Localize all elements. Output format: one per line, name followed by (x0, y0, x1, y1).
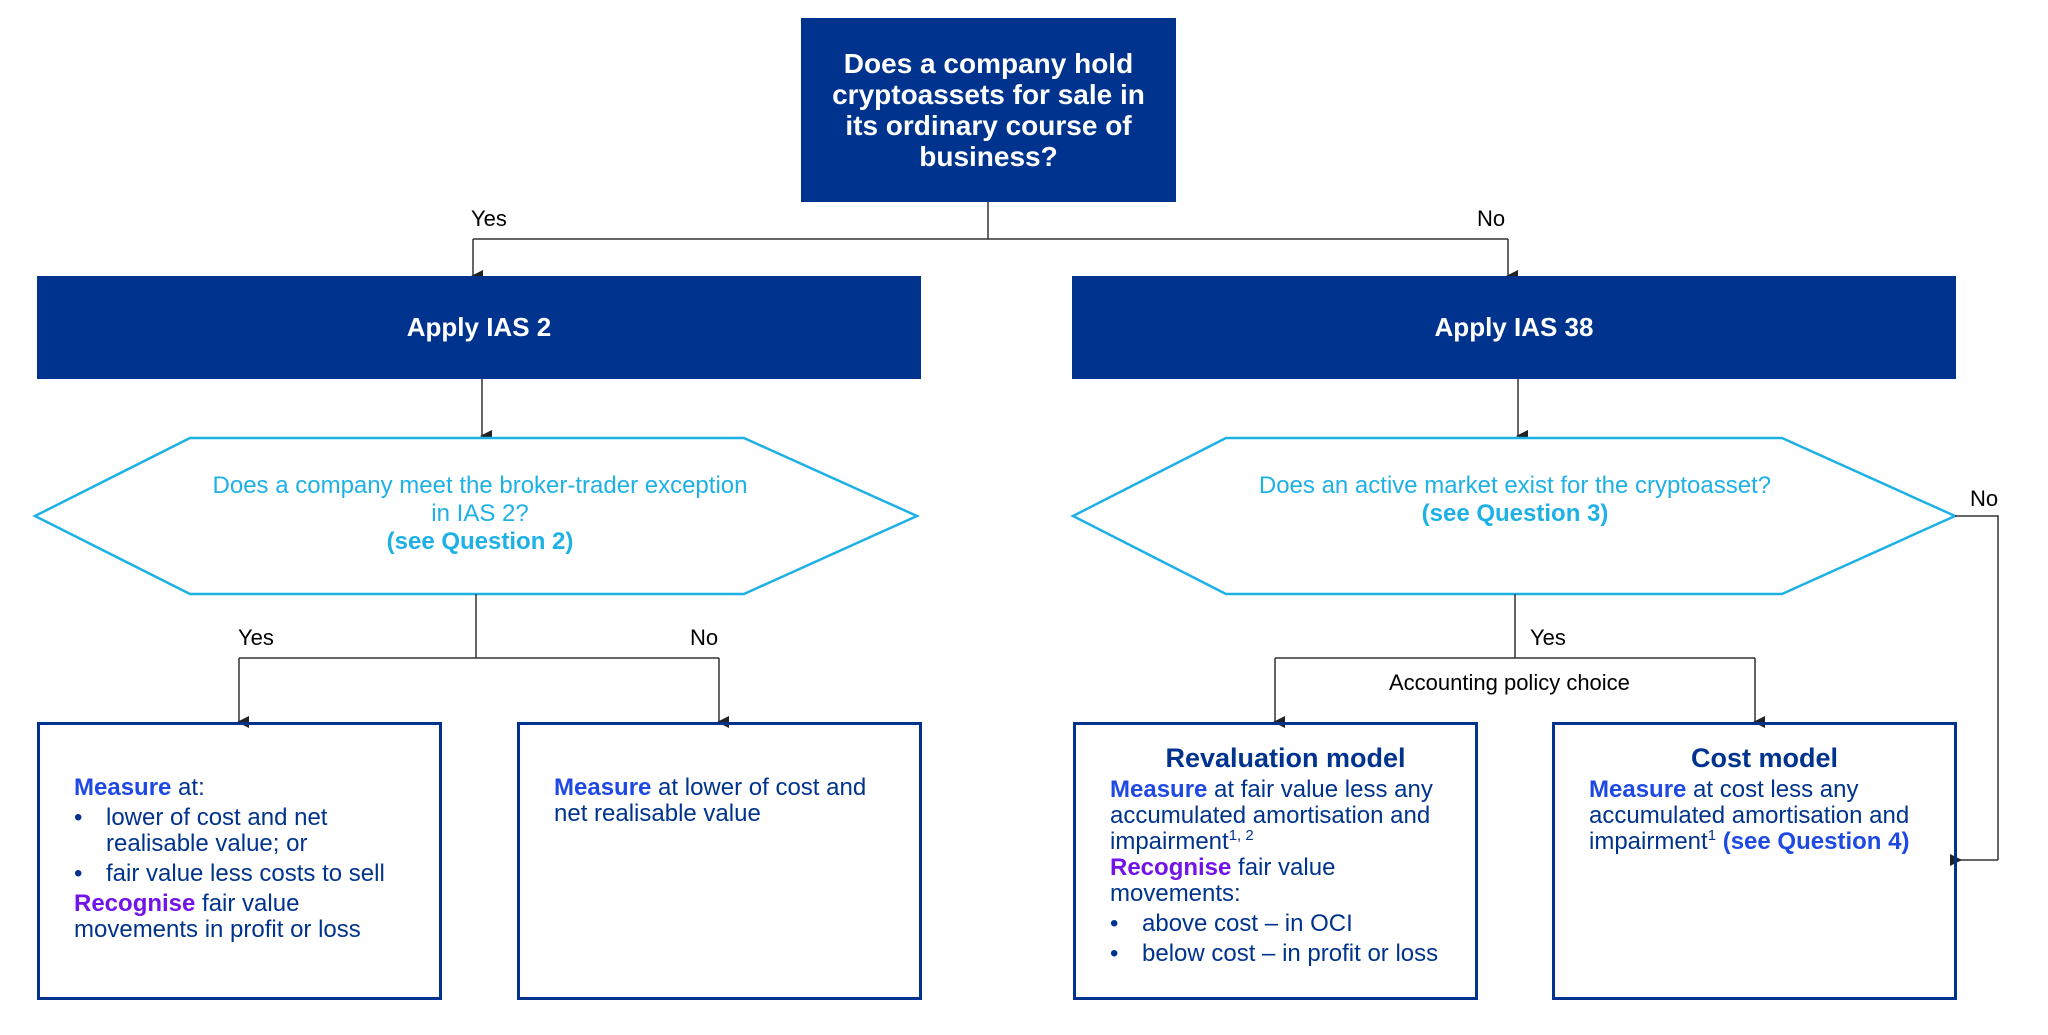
hexagon-broker-trader (32, 436, 921, 596)
footnote-ref: 1 (1707, 827, 1717, 844)
connector-right-split (1275, 594, 1755, 659)
connector-left-split (239, 594, 719, 659)
question-broker-trader-ref: (see Question 2) (386, 528, 574, 555)
measure-keyword: Measure (554, 774, 652, 801)
measure-keyword: Measure (74, 774, 172, 801)
measure-text: at: (171, 774, 205, 801)
measure-keyword: Measure (1110, 776, 1208, 803)
measure-options: lower of cost and net realisable value; … (74, 805, 409, 888)
question-broker-trader: Does a company meet the broker-trader ex… (200, 472, 760, 556)
recognise-line: Recognise fair value movements in profit… (74, 891, 409, 943)
list-item: lower of cost and net realisable value; … (74, 805, 409, 857)
measure-line: Measure at fair value less any accumulat… (1110, 777, 1461, 855)
footnote-ref: 1, 2 (1228, 827, 1254, 844)
measure-line: Measure at: (74, 775, 409, 801)
measure-text: at fair value less any accumulated amort… (1110, 776, 1433, 855)
recognise-keyword: Recognise (74, 890, 196, 917)
connector-top (473, 202, 1508, 240)
list-item: fair value less costs to sell (74, 861, 409, 888)
apply-ias2-box: Apply IAS 2 (37, 276, 921, 379)
list-item: below cost – in profit or loss (1110, 941, 1461, 968)
label-left-no: No (690, 625, 719, 650)
recognise-options: above cost – in OCI below cost – in prof… (1110, 911, 1461, 968)
measure-line: Measure at lower of cost and net realisa… (554, 775, 899, 827)
box-broker-trader-no: Measure at lower of cost and net realisa… (517, 722, 922, 1000)
list-item: above cost – in OCI (1110, 911, 1461, 938)
question-active-market-text: Does an active market exist for the cryp… (1258, 472, 1772, 499)
box-cost-model: Cost model Measure at cost less any accu… (1552, 722, 1957, 1000)
recognise-text: fair value movements: (1110, 854, 1336, 907)
measure-text: at lower of cost and net realisable valu… (554, 774, 867, 827)
apply-ias38-text: Apply IAS 38 (1434, 312, 1594, 342)
measure-keyword: Measure (1589, 776, 1687, 803)
label-right-no: No (1970, 486, 1999, 511)
label-top-no: No (1477, 206, 1506, 231)
connector-no-active-market (1955, 515, 1999, 860)
recognise-line: Recognise fair value movements: (1110, 855, 1461, 907)
recognise-text: fair value movements in profit or loss (74, 890, 361, 943)
apply-ias2-text: Apply IAS 2 (406, 312, 552, 342)
recognise-keyword: Recognise (1110, 854, 1232, 881)
question-active-market: Does an active market exist for the cryp… (1235, 472, 1795, 528)
revaluation-title: Revaluation model (1165, 743, 1406, 773)
measure-line: Measure at cost less any accumulated amo… (1589, 777, 1940, 855)
label-top-yes: Yes (471, 206, 507, 231)
question-hold-for-sale: Does a company hold cryptoassets for sal… (801, 18, 1176, 202)
label-policy-choice: Accounting policy choice (1389, 670, 1630, 695)
label-left-yes: Yes (238, 625, 274, 650)
measure-text: at cost less any accumulated amortisatio… (1589, 776, 1910, 855)
question-active-market-ref: (see Question 3) (1421, 500, 1609, 527)
cost-question-ref: (see Question 4) (1722, 828, 1910, 855)
label-right-yes: Yes (1530, 625, 1566, 650)
box-revaluation-model: Revaluation model Measure at fair value … (1073, 722, 1478, 1000)
apply-ias38-box: Apply IAS 38 (1072, 276, 1956, 379)
question-broker-trader-text: Does a company meet the broker-trader ex… (212, 472, 748, 527)
box-broker-trader-yes: Measure at: lower of cost and net realis… (37, 722, 442, 1000)
cost-title: Cost model (1690, 743, 1838, 773)
hexagon-active-market (1070, 436, 1959, 596)
question-hold-for-sale-text: Does a company hold cryptoassets for sal… (832, 48, 1145, 172)
